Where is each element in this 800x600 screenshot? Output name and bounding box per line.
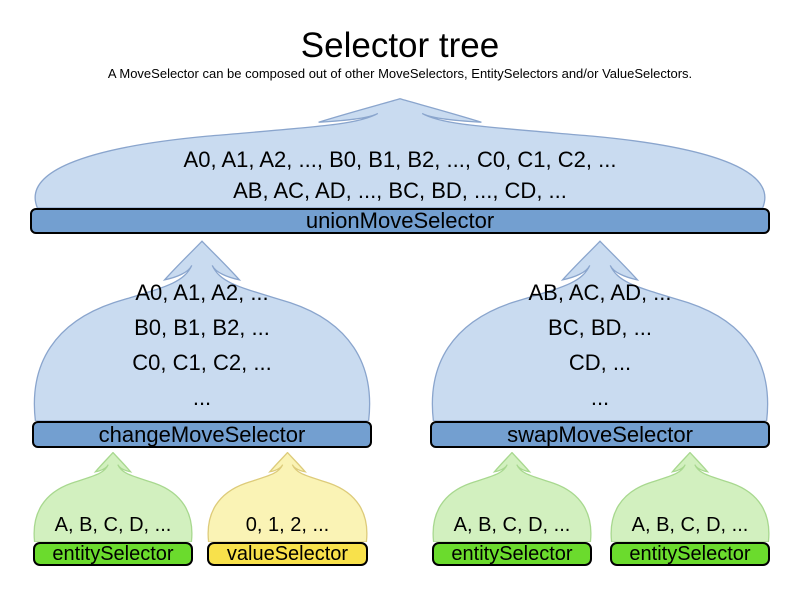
page-title: Selector tree — [300, 26, 500, 65]
items-line: CD, ... — [568, 350, 632, 375]
entity-selector-node-2: A, B, C, D, ... entitySelector — [432, 452, 592, 566]
entity-selector-items: A, B, C, D, ... — [33, 513, 193, 537]
value-selector-items: 0, 1, 2, ... — [207, 513, 368, 537]
items-line: A, B, C, D, ... — [54, 514, 172, 536]
up-arrow-funnel-shape-icon — [430, 240, 770, 421]
union-move-selector-bar: unionMoveSelector — [30, 208, 770, 234]
swap-move-selector-bar: swapMoveSelector — [430, 421, 770, 448]
entity-selector-node-3: A, B, C, D, ... entitySelector — [610, 452, 770, 566]
change-move-selector-bar: changeMoveSelector — [32, 421, 372, 448]
items-line: A0, A1, A2, ..., B0, B1, B2, ..., C0, C1… — [183, 147, 617, 172]
entity-selector-bar: entitySelector — [33, 542, 193, 566]
items-line: ... — [192, 385, 212, 410]
value-selector-bar: valueSelector — [207, 542, 368, 566]
swap-move-selector-node: AB, AC, AD, ... BC, BD, ... CD, ... ... … — [430, 240, 770, 448]
up-arrow-funnel-shape-icon — [610, 452, 770, 542]
items-line: A0, A1, A2, ... — [135, 280, 269, 305]
entity-selector-items: A, B, C, D, ... — [610, 513, 770, 537]
entity-selector-bar: entitySelector — [610, 542, 770, 566]
items-line: AB, AC, AD, ..., BC, BD, ..., CD, ... — [233, 178, 567, 203]
page-subtitle: A MoveSelector can be composed out of ot… — [107, 66, 693, 81]
union-move-selector-items: A0, A1, A2, ..., B0, B1, B2, ..., C0, C1… — [30, 144, 770, 206]
up-arrow-funnel-shape-icon — [33, 452, 193, 542]
items-line: C0, C1, C2, ... — [132, 350, 272, 375]
up-arrow-funnel-shape-icon — [207, 452, 368, 542]
items-line: A, B, C, D, ... — [453, 514, 571, 536]
union-move-selector-node: A0, A1, A2, ..., B0, B1, B2, ..., C0, C1… — [30, 98, 770, 234]
entity-selector-items: A, B, C, D, ... — [432, 513, 592, 537]
entity-selector-bar: entitySelector — [432, 542, 592, 566]
change-move-selector-items: A0, A1, A2, ... B0, B1, B2, ... C0, C1, … — [32, 275, 372, 415]
items-line: B0, B1, B2, ... — [134, 315, 270, 340]
items-line: BC, BD, ... — [548, 315, 652, 340]
items-line: AB, AC, AD, ... — [528, 280, 672, 305]
up-arrow-funnel-shape-icon — [432, 452, 592, 542]
items-line: 0, 1, 2, ... — [245, 514, 330, 536]
items-line: ... — [590, 385, 610, 410]
entity-selector-node-1: A, B, C, D, ... entitySelector — [33, 452, 193, 566]
change-move-selector-node: A0, A1, A2, ... B0, B1, B2, ... C0, C1, … — [32, 240, 372, 448]
up-arrow-funnel-shape-icon — [30, 98, 770, 208]
value-selector-node: 0, 1, 2, ... valueSelector — [207, 452, 368, 566]
up-arrow-funnel-shape-icon — [32, 240, 372, 421]
items-line: A, B, C, D, ... — [631, 514, 749, 536]
swap-move-selector-items: AB, AC, AD, ... BC, BD, ... CD, ... ... — [430, 275, 770, 415]
